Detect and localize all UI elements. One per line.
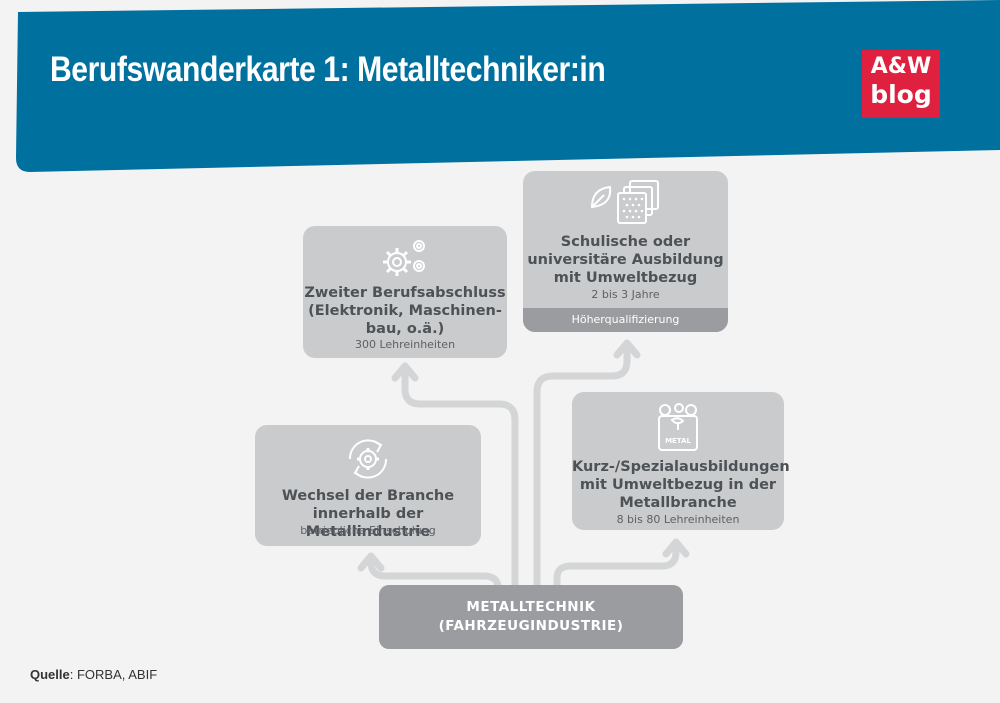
source-label: Quelle xyxy=(30,667,70,682)
page-title: Berufswanderkarte 1: Metalltechniker:in xyxy=(50,50,606,89)
box-branch-change: Wechsel der Branche innerhalb der Metall… xyxy=(255,425,481,546)
box-school-sub: 2 bis 3 Jahre xyxy=(591,288,660,301)
banner-shape xyxy=(16,0,1000,172)
box-school-education: Schulische oder universitäre Ausbildung … xyxy=(523,171,728,332)
leaf-fabric-icon xyxy=(590,180,659,224)
box-school-title-2: universitäre Ausbildung xyxy=(527,252,724,268)
box-second-title-1: Zweiter Berufsabschluss xyxy=(304,285,506,301)
origin-line-1: METALLTECHNIK xyxy=(466,599,596,615)
box-second-qualification: Zweiter Berufsabschluss (Elektronik, Mas… xyxy=(303,226,507,358)
refresh-gear-icon xyxy=(348,439,388,479)
arrowhead-branch xyxy=(357,552,385,572)
arrow-to-short xyxy=(553,540,680,589)
metal-container-icon: METAL xyxy=(658,403,698,451)
box-short-title-2: mit Umweltbezug in der xyxy=(579,477,777,493)
aw-blog-logo[interactable]: A&W blog xyxy=(862,50,940,118)
box-school-title-1: Schulische oder xyxy=(560,234,691,250)
box-short-title-3: Metallbranche xyxy=(619,495,737,511)
box-short-sub: 8 bis 80 Lehreinheiten xyxy=(616,513,740,526)
header-banner: Berufswanderkarte 1: Metalltechniker:in … xyxy=(0,0,1000,180)
gears-icon xyxy=(383,240,425,276)
arrowhead-school xyxy=(613,339,641,359)
logo-line2: blog xyxy=(870,80,932,109)
source-note: Quelle: FORBA, ABIF xyxy=(30,667,157,682)
box-branch-title-1: Wechsel der Branche xyxy=(281,488,455,504)
logo-line1: A&W xyxy=(870,54,932,79)
box-second-sub: 300 Lehreinheiten xyxy=(354,338,456,351)
box-branch-title-2: innerhalb der Metallindustrie xyxy=(305,506,431,540)
arrowhead-second xyxy=(391,362,419,382)
box-school-title-3: mit Umweltbezug xyxy=(553,270,698,286)
arrow-to-school xyxy=(533,341,631,589)
box-school-tag: Höherqualifizierung xyxy=(523,308,728,332)
origin-line-2: (FAHRZEUGINDUSTRIE) xyxy=(438,618,624,634)
arrowhead-short xyxy=(662,538,690,558)
box-short-title-1: Kurz-/Spezialausbildungen xyxy=(572,459,790,475)
box-second-title-2: (Elektronik, Maschinen- xyxy=(308,303,502,319)
origin-box-metalltechnik: METALLTECHNIK (FAHRZEUGINDUSTRIE) xyxy=(379,585,683,649)
arrow-to-branch xyxy=(367,554,502,592)
box-short-training: METAL Kurz-/Spezialausbildungen mit Umwe… xyxy=(572,392,790,530)
metal-icon-label: METAL xyxy=(665,437,691,445)
source-text: : FORBA, ABIF xyxy=(69,667,158,682)
box-second-title-3: bau, o.ä.) xyxy=(365,321,445,337)
arrow-to-second xyxy=(401,364,519,589)
box-branch-sub: betriebliche Einschulung xyxy=(300,524,436,537)
